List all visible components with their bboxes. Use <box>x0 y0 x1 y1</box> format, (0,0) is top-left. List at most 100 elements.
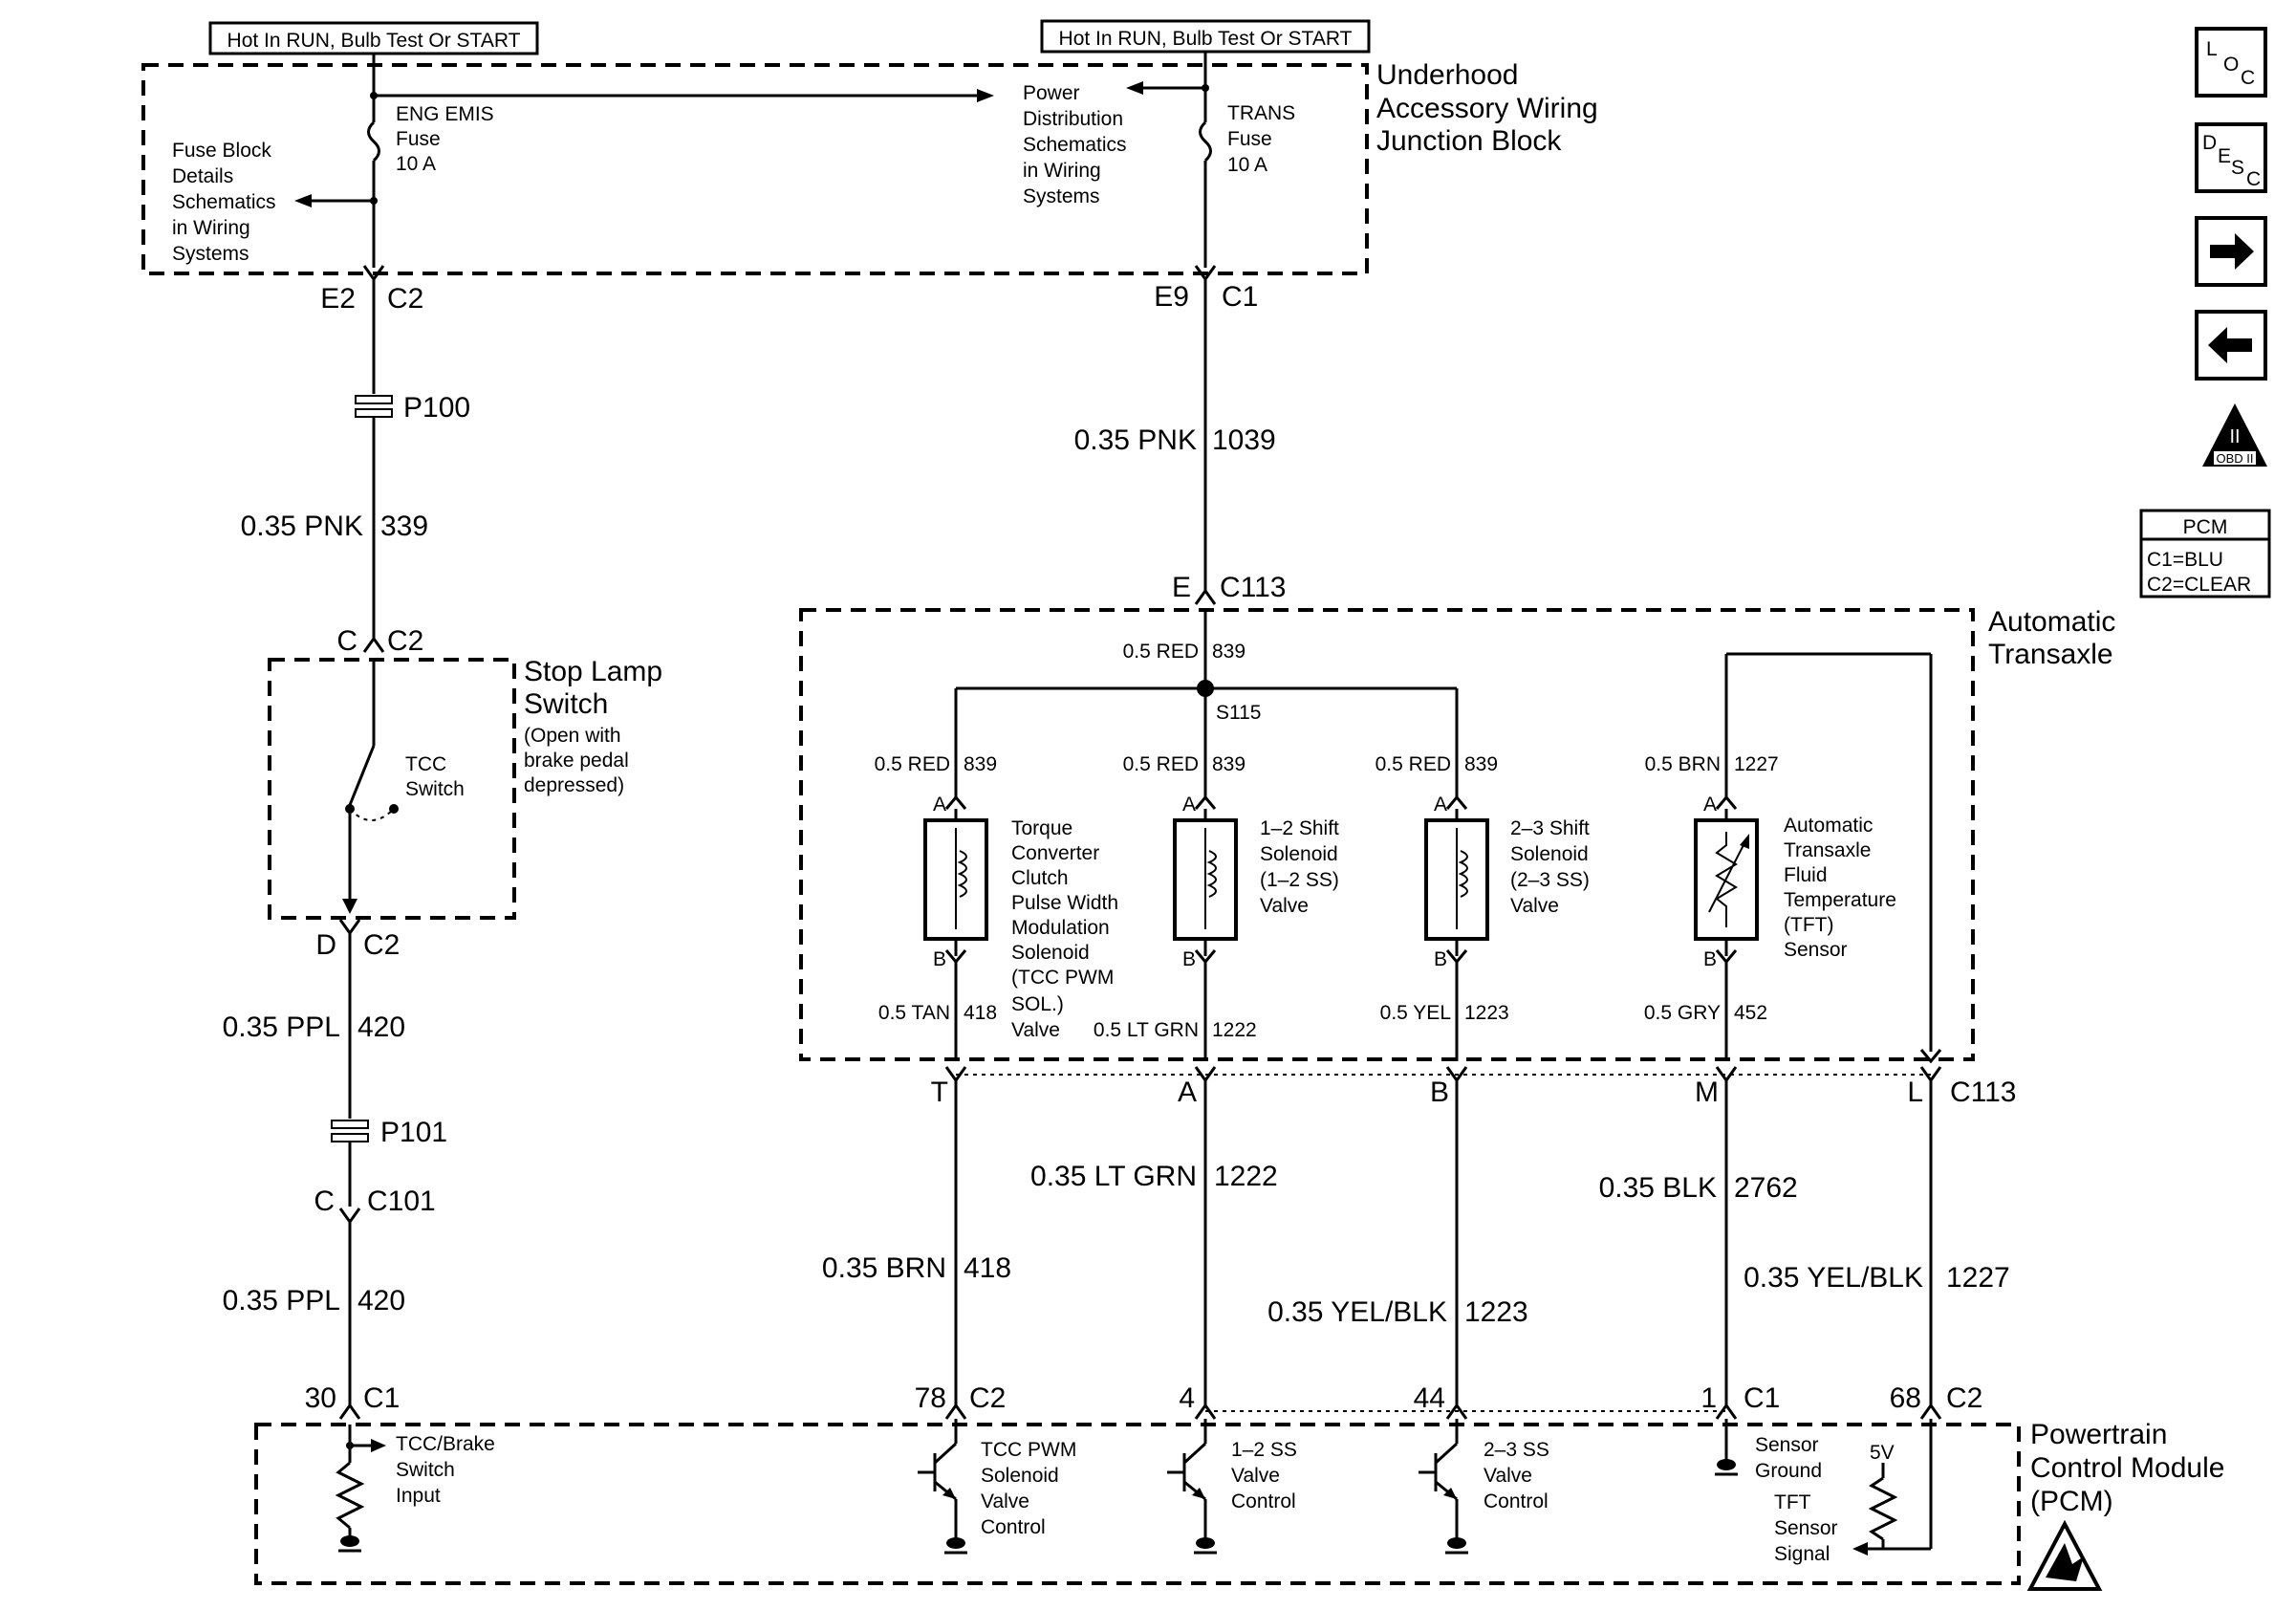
svg-text:418: 418 <box>964 1002 997 1024</box>
eng-emis-fuse-symbol <box>367 120 380 163</box>
svg-text:Sensor: Sensor <box>1774 1517 1838 1539</box>
svg-text:839: 839 <box>1464 753 1498 775</box>
svg-text:C2: C2 <box>363 929 400 961</box>
power-label-right-text: Hot In RUN, Bulb Test Or START <box>1059 28 1353 50</box>
svg-text:L: L <box>1907 1077 1923 1108</box>
pcm-boundary <box>254 1423 2021 1585</box>
ground-icon <box>946 1537 965 1549</box>
svg-text:in Wiring: in Wiring <box>1023 160 1101 182</box>
svg-text:PCM: PCM <box>2183 516 2228 538</box>
tft-sensor <box>1694 794 1759 1061</box>
svg-text:Valve: Valve <box>1231 1465 1280 1487</box>
trans-fuse-label: TRANS Fuse 10 A <box>1227 102 1295 176</box>
svg-text:4: 4 <box>1179 1382 1195 1414</box>
tft-signal-circuit <box>1852 1419 1933 1556</box>
svg-text:C2: C2 <box>387 625 423 657</box>
svg-text:A: A <box>1703 794 1717 816</box>
arrow-down-icon <box>342 899 357 914</box>
tcc-pwm-solenoid <box>923 794 988 1061</box>
stop-lamp-title: Stop Lamp Switch (Open with brake pedal … <box>524 656 662 796</box>
p100-label: P100 <box>403 392 470 424</box>
svg-text:C101: C101 <box>367 1186 436 1217</box>
transaxle-wiring <box>954 610 1933 1052</box>
svg-text:E9: E9 <box>1154 281 1189 313</box>
ground-icon <box>1196 1537 1215 1549</box>
svg-text:1–2 Shift: 1–2 Shift <box>1260 817 1339 839</box>
svg-text:0.5 GRY: 0.5 GRY <box>1644 1002 1721 1024</box>
stop-lamp-out-connector: D C2 <box>315 929 400 961</box>
svg-text:0.5 RED: 0.5 RED <box>875 753 950 775</box>
power-label-left-text: Hot In RUN, Bulb Test Or START <box>227 30 521 52</box>
svg-text:Valve: Valve <box>1011 1019 1060 1041</box>
obd-ii-icon-numeral: II <box>2229 426 2240 447</box>
pullup-resistor-icon <box>1868 1476 1898 1541</box>
svg-text:Valve: Valve <box>981 1490 1029 1512</box>
svg-text:30: 30 <box>305 1382 336 1414</box>
svg-text:depressed): depressed) <box>524 774 624 796</box>
trans-fuse-symbol <box>1199 120 1212 163</box>
previous-page-button[interactable] <box>2195 310 2267 381</box>
solenoid-coil-icon <box>1458 850 1468 898</box>
ss12-control-label: 1–2 SS Valve Control <box>1231 1439 1297 1512</box>
svg-text:1222: 1222 <box>1212 1019 1257 1041</box>
svg-text:M: M <box>1695 1077 1719 1108</box>
svg-text:brake pedal: brake pedal <box>524 750 629 772</box>
wire-420a-label: 0.35 PPL 420 <box>223 1012 406 1043</box>
svg-text:D: D <box>315 929 336 961</box>
svg-text:839: 839 <box>1212 753 1245 775</box>
svg-text:Solenoid: Solenoid <box>981 1465 1059 1487</box>
svg-text:0.5 RED: 0.5 RED <box>1375 753 1451 775</box>
svg-text:Torque: Torque <box>1011 817 1072 839</box>
obd-ii-button[interactable]: II OBD II <box>2202 403 2267 467</box>
svg-text:10 A: 10 A <box>396 153 436 175</box>
desc-button[interactable]: D E S C <box>2195 122 2267 193</box>
eng-emis-fuse-label: ENG EMIS Fuse 10 A <box>396 103 494 175</box>
svg-text:O: O <box>2223 54 2239 76</box>
svg-text:TFT: TFT <box>1774 1491 1811 1513</box>
svg-text:Distribution: Distribution <box>1023 108 1123 130</box>
connector-chevron-icon <box>1194 588 1217 605</box>
left-feed-wire <box>355 279 393 653</box>
svg-text:TCC/Brake: TCC/Brake <box>396 1433 495 1455</box>
svg-text:420: 420 <box>357 1285 405 1316</box>
svg-text:Signal: Signal <box>1774 1543 1830 1565</box>
svg-text:0.35 PNK: 0.35 PNK <box>241 511 363 542</box>
svg-text:C2: C2 <box>969 1382 1006 1414</box>
svg-text:Fluid: Fluid <box>1784 864 1828 886</box>
svg-text:0.5 RED: 0.5 RED <box>1123 641 1199 663</box>
loc-button[interactable]: L O C <box>2195 27 2267 98</box>
arrow-right-icon <box>371 1439 386 1452</box>
svg-text:0.35 LT GRN: 0.35 LT GRN <box>1030 1161 1197 1192</box>
next-page-button[interactable] <box>2195 216 2267 287</box>
svg-text:Solenoid: Solenoid <box>1260 843 1338 865</box>
svg-text:452: 452 <box>1734 1002 1767 1024</box>
svg-text:Stop Lamp: Stop Lamp <box>524 656 662 687</box>
svg-text:A: A <box>1434 794 1447 816</box>
branch-labels: 0.5 RED 839 0.5 RED 839 0.5 RED 839 0.5 … <box>875 753 1779 1041</box>
svg-text:C2=CLEAR: C2=CLEAR <box>2147 574 2251 596</box>
svg-text:Accessory Wiring: Accessory Wiring <box>1376 93 1598 124</box>
arrow-right-icon <box>2210 233 2254 270</box>
tft-signal-label: TFT Sensor Signal <box>1774 1491 1838 1565</box>
svg-text:C2: C2 <box>1946 1382 1982 1414</box>
wire-339-label: 0.35 PNK 339 <box>241 511 428 542</box>
svg-text:1227: 1227 <box>1946 1262 2010 1294</box>
svg-text:D: D <box>2202 132 2217 154</box>
svg-text:(Open with: (Open with <box>524 725 621 747</box>
five-volt-label: 5V <box>1870 1442 1895 1464</box>
svg-text:in Wiring: in Wiring <box>172 217 250 239</box>
svg-text:2–3 SS: 2–3 SS <box>1484 1439 1549 1461</box>
svg-text:C1: C1 <box>363 1382 400 1414</box>
tft-description: Automatic Transaxle Fluid Temperature (T… <box>1784 815 1896 961</box>
sensor-ground-circuit <box>1715 1419 1738 1476</box>
svg-text:L: L <box>2206 38 2218 60</box>
c113-top-connector: E C113 <box>1172 572 1287 603</box>
component-pin-labels: A B A B A B A B <box>933 794 1717 970</box>
arrow-left-icon <box>2208 327 2252 363</box>
svg-text:Valve: Valve <box>1510 895 1559 917</box>
svg-text:E2: E2 <box>320 283 356 315</box>
svg-text:Temperature: Temperature <box>1784 889 1896 911</box>
svg-text:Valve: Valve <box>1484 1465 1532 1487</box>
svg-text:Power: Power <box>1023 82 1080 104</box>
